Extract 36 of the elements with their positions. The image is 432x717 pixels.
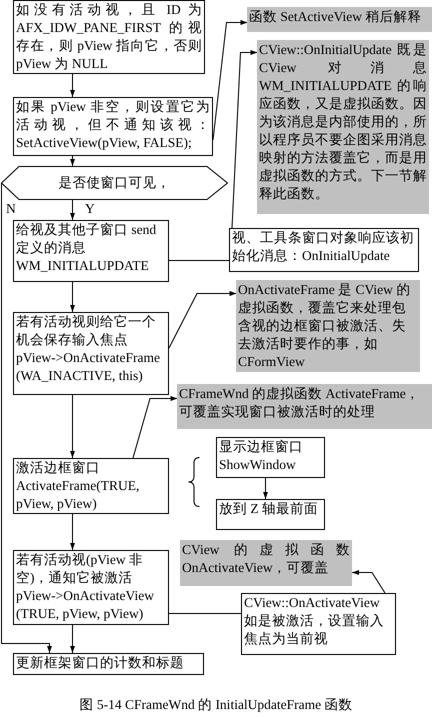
arrow — [70, 624, 75, 654]
arrow — [70, 394, 75, 458]
arrow — [70, 514, 75, 550]
edge-label: N — [5, 202, 17, 216]
arrow — [70, 282, 75, 312]
process-box: 显示边框窗口 ShowWindow — [216, 437, 325, 478]
process-box: 更新框架窗口的计数和标题 — [13, 653, 204, 675]
note-box: CFrameWnd 的虚拟函数 ActivateFrame，可覆盖实现窗口被激活时的处理 — [177, 384, 432, 429]
note-box: 函数 SetActiveView 稍后解释 — [247, 7, 432, 32]
leader-line — [352, 570, 386, 594]
arrow — [70, 74, 75, 98]
arrow — [1, 182, 52, 654]
arrow — [263, 478, 268, 500]
caption: 图 5-14 CFrameWnd 的 InitialUpdateFrame 函数 — [79, 696, 353, 714]
decision-hexagon: 是否使窗口可见， — [1, 166, 228, 200]
leader-line — [168, 291, 237, 348]
note-box: CView::OnInitialUpdate 既是 CView 对消息 WM_INITIALUPDATE 的响应函数，又是虚拟函数。因为该消息是内部使用的，所以程序员不要企图采用消息映射的方法覆盖它，而是用虚拟函数的方式。下一节解释此函数。 — [257, 40, 429, 214]
process-box: 如果 pView 非空，则设置它为活动视，但不通知该视：SetActiveView(pView, FALSE); — [13, 97, 213, 156]
edge-label: Y — [84, 202, 96, 216]
connector-line — [168, 260, 230, 261]
arrow — [70, 156, 75, 166]
process-box: 若有活动视则给它一个机会保存输入焦点 pView->OnActivateFrame (WA_INACTIVE, this) — [13, 312, 169, 395]
leader-line — [132, 396, 178, 458]
connector-line — [168, 613, 242, 614]
arrow — [70, 200, 75, 220]
note-box: CView 的虚拟函数 OnActivateView，可覆盖 — [180, 540, 352, 586]
process-box: 若有活动视(pView 非空)，通知它被激活 pView->OnActivateView (TRUE, pView, pView) — [13, 550, 169, 625]
leader-line — [232, 50, 258, 228]
process-box: 如没有活动视，且 ID 为 AFX_IDW_PANE_FIRST 的视存在，则 pView 指向它，否则 pView 为 NULL — [13, 0, 205, 74]
leader-line — [212, 20, 248, 140]
process-box: 放到 Z 轴最前面 — [216, 499, 325, 530]
note-box: OnActivateFrame 是 CView 的虚拟函数，覆盖它来处理包含视的边框窗口被激活、失去激活时要作的事，如 CFormView — [236, 280, 420, 372]
process-box: 激活边框窗口 ActivateFrame(TRUE, pView, pView) — [13, 458, 169, 514]
process-box: 视、工具条窗口对象响应该初始化消息：OnInitialUpdate — [229, 228, 419, 272]
process-box: CView::OnActivateView 如是被激活，设置输入焦点为当前视 — [241, 593, 396, 655]
process-box: 给视及其他子窗口 send 定义的消息 WM_INITIALUPDATE — [13, 220, 169, 282]
